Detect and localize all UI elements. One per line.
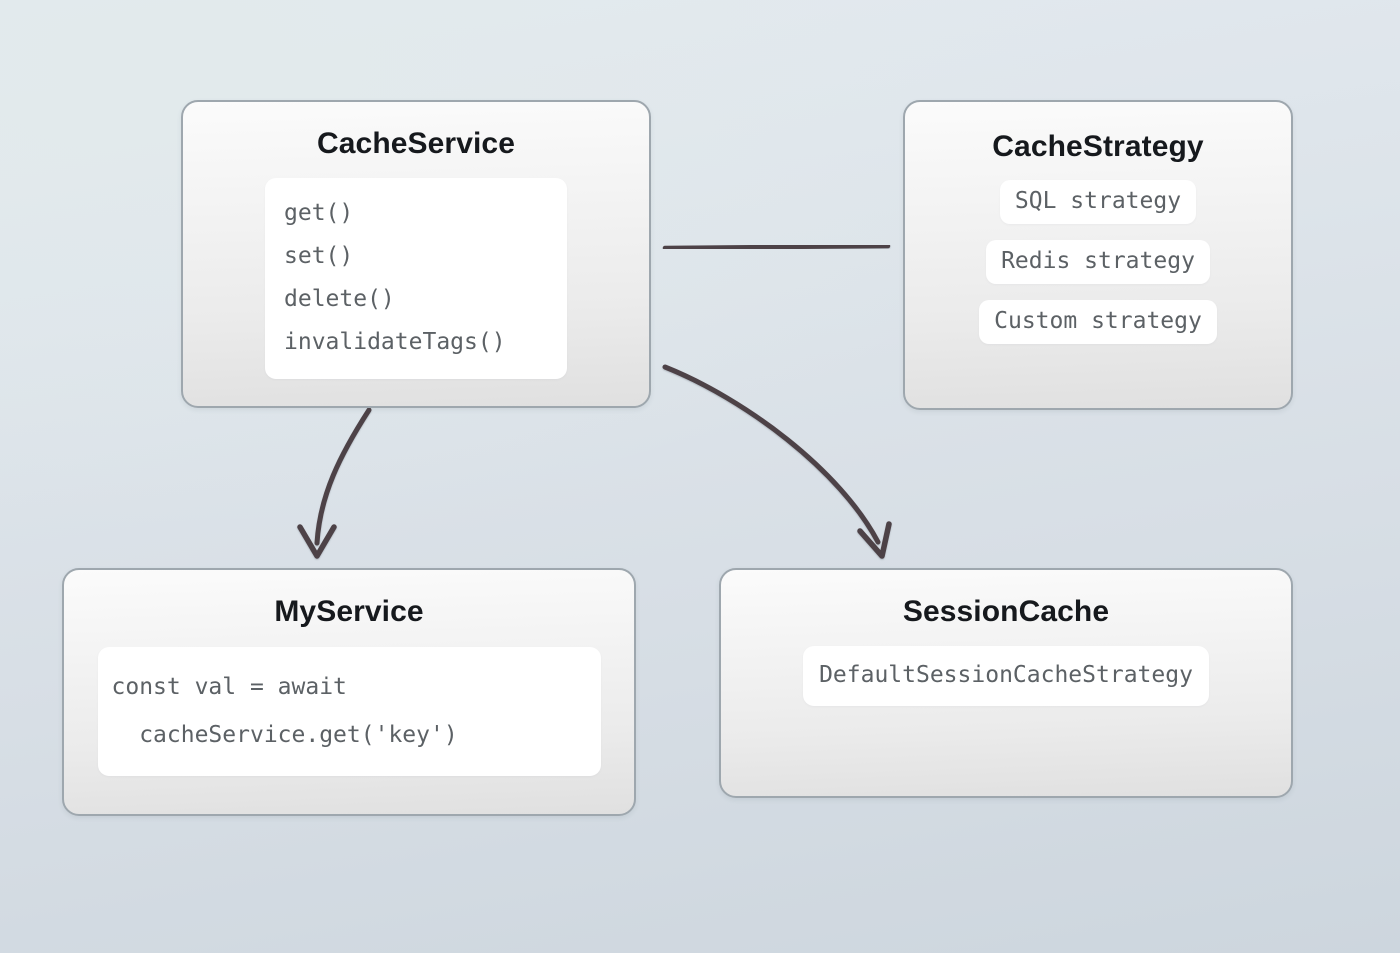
session-cache-strategy-label: DefaultSessionCacheStrategy xyxy=(803,646,1209,706)
strategy-item-sql: SQL strategy xyxy=(999,180,1197,224)
strategy-item-custom: Custom strategy xyxy=(979,300,1217,344)
node-my-service-title: MyService xyxy=(274,595,424,628)
cache-service-method-list: get() set() delete() invalidateTags() xyxy=(265,178,567,379)
connector-cache-service-to-session-cache xyxy=(662,364,892,559)
node-my-service[interactable]: MyService const val = await cacheService… xyxy=(62,568,636,816)
method-item: set() xyxy=(284,243,354,269)
method-item: delete() xyxy=(284,286,395,312)
my-service-code-snippet: const val = await cacheService.get('key'… xyxy=(97,647,601,776)
node-session-cache-title: SessionCache xyxy=(902,595,1110,628)
node-cache-strategy[interactable]: CacheStrategy SQL strategy Redis strateg… xyxy=(903,100,1293,410)
connector-cache-service-to-cache-strategy xyxy=(662,243,891,251)
code-line: cacheService.get('key') xyxy=(111,722,458,748)
code-line: const val = await xyxy=(111,674,347,700)
cache-strategy-item-list: SQL strategy Redis strategy Custom strat… xyxy=(905,180,1291,344)
method-item: invalidateTags() xyxy=(284,329,506,355)
method-item: get() xyxy=(284,200,354,226)
node-session-cache[interactable]: SessionCache DefaultSessionCacheStrategy xyxy=(719,568,1293,798)
node-cache-service-title: CacheService xyxy=(316,127,515,160)
node-cache-strategy-title: CacheStrategy xyxy=(992,130,1204,163)
connector-cache-service-to-my-service xyxy=(297,407,372,559)
node-cache-service[interactable]: CacheService get() set() delete() invali… xyxy=(181,100,651,408)
strategy-item-redis: Redis strategy xyxy=(986,240,1210,284)
